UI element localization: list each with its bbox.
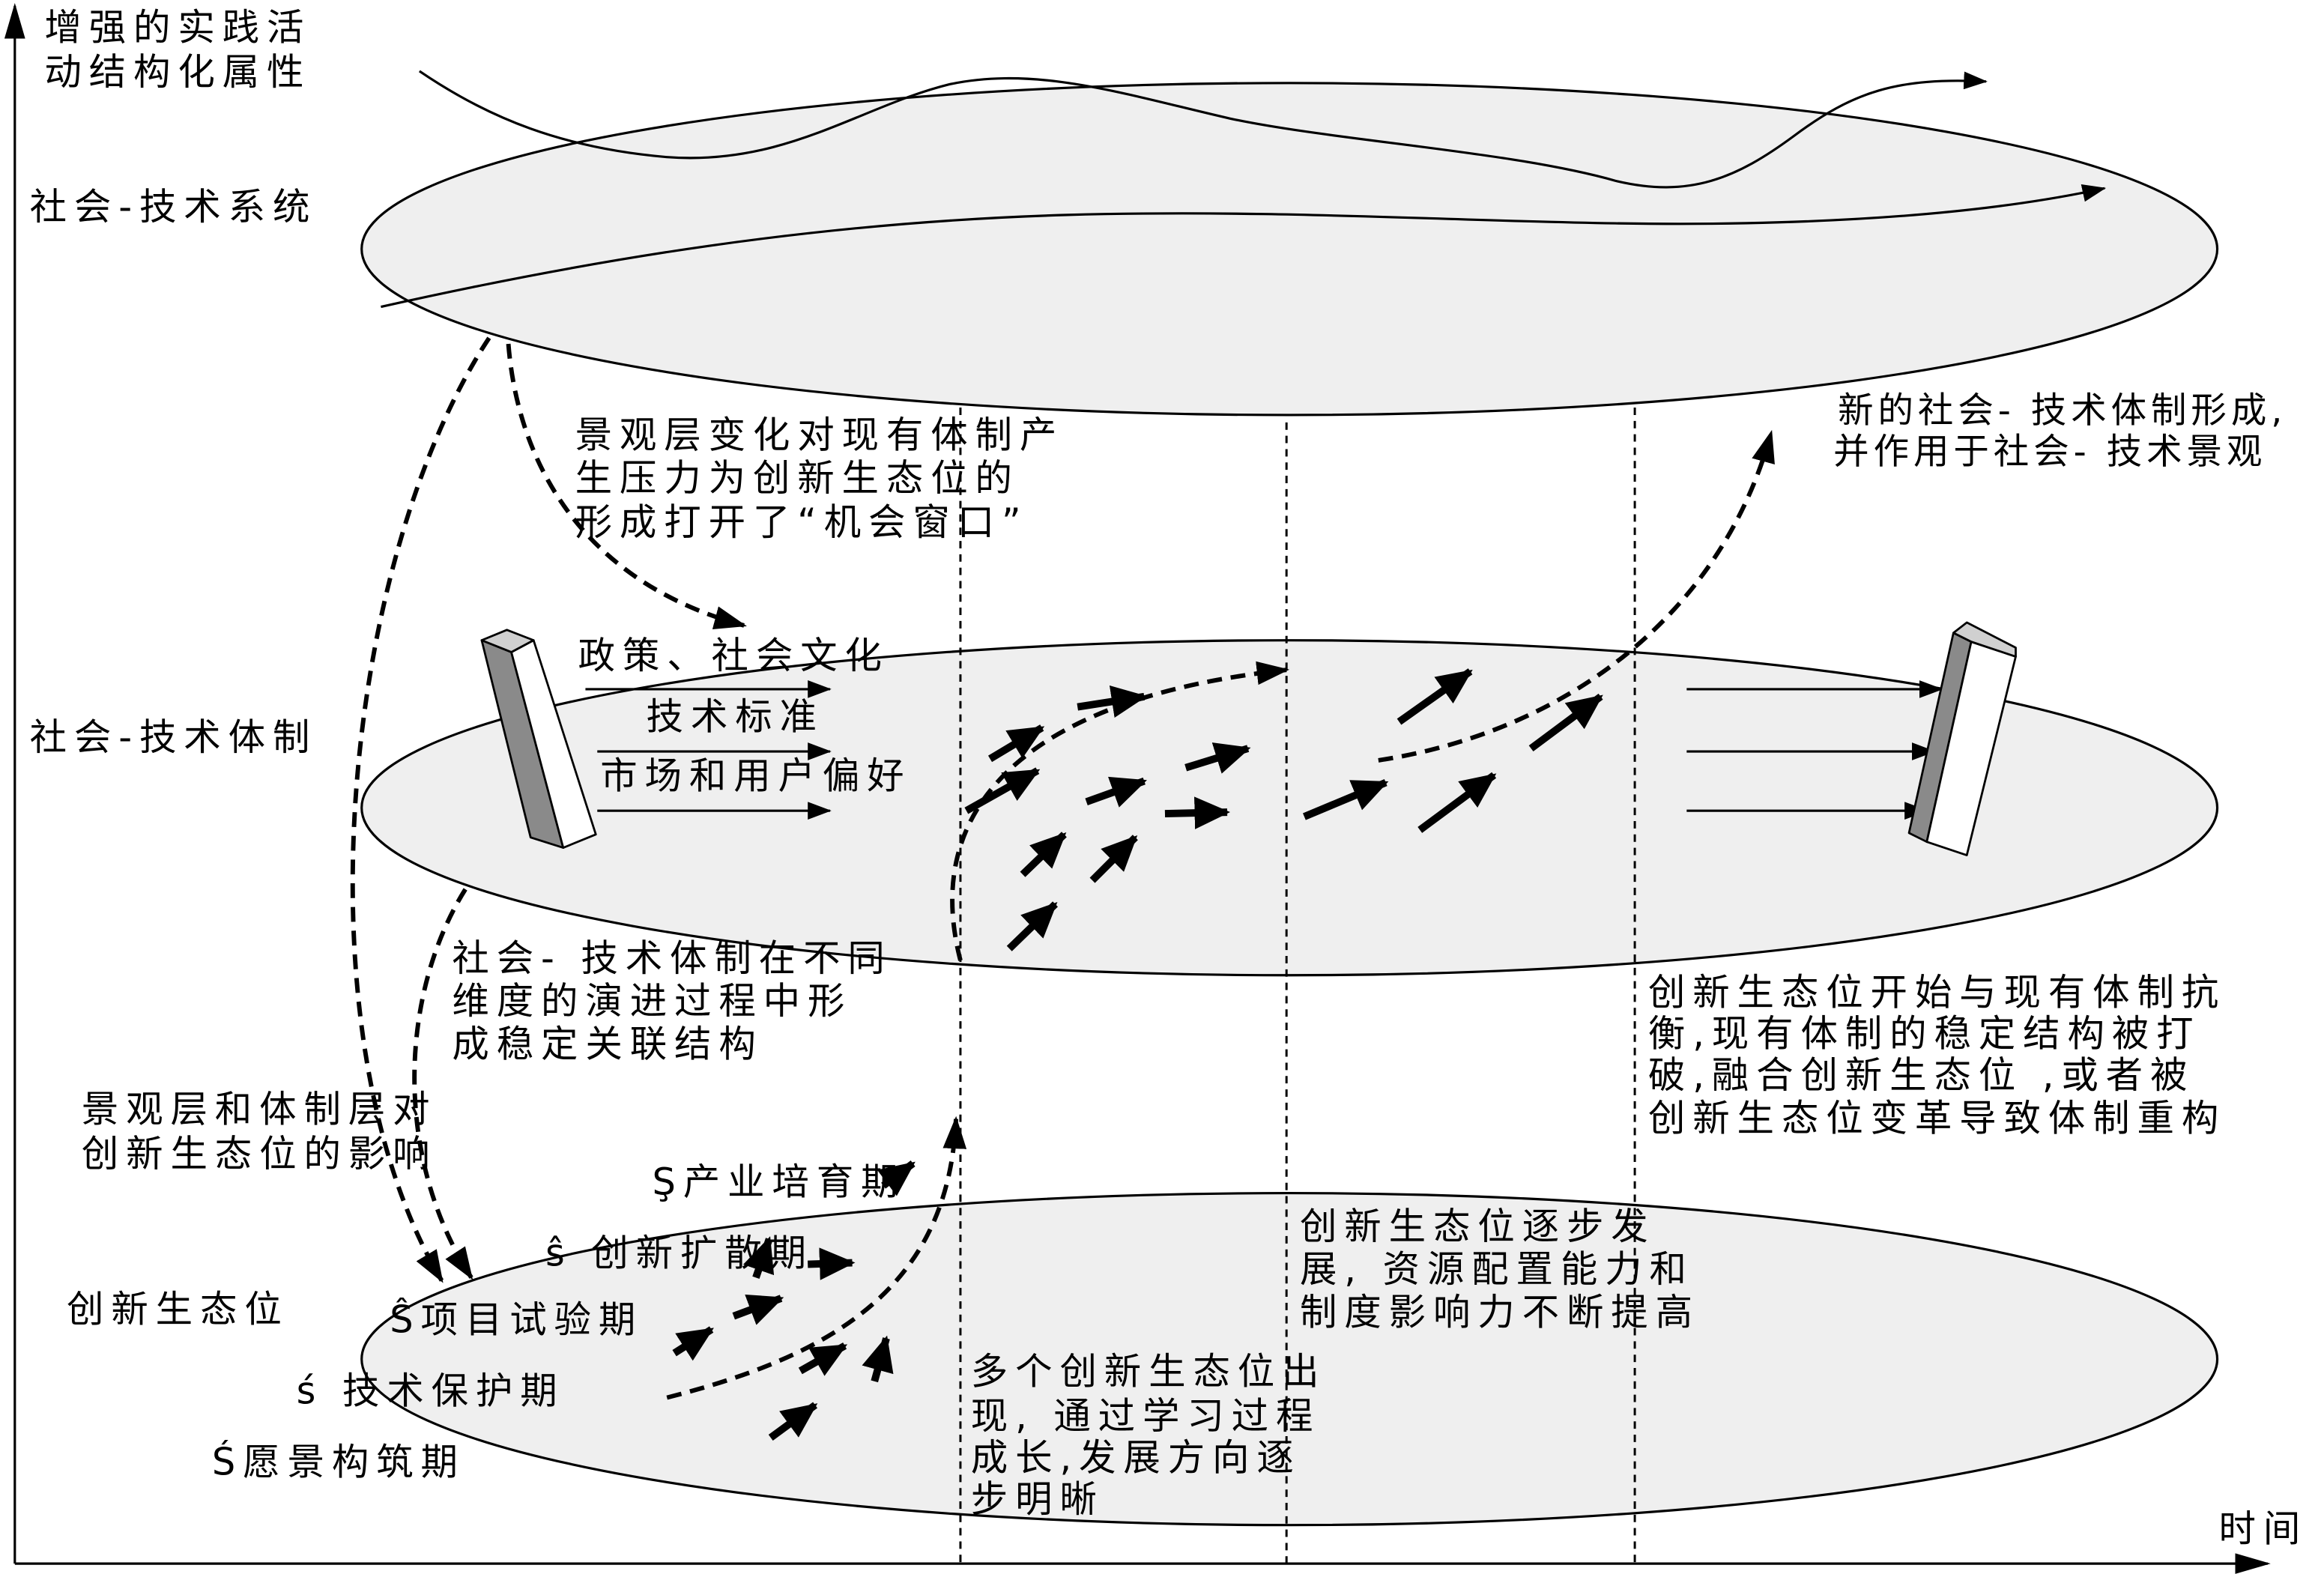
- annotation-line: 创新生态位的影响: [82, 1132, 438, 1175]
- dimension-label: 技术标准: [647, 694, 824, 738]
- regime-layer: [360, 639, 2219, 977]
- growth-arrow: [1528, 693, 1603, 752]
- bar-top: [1952, 621, 2017, 658]
- growth-arrow: [877, 1160, 916, 1196]
- landscape-layer: [360, 82, 2219, 417]
- stage-label: ś 技术保护期: [297, 1369, 565, 1412]
- x-axis-label: 时间: [2219, 1507, 2308, 1550]
- growth-arrow: [1077, 685, 1148, 718]
- annotation-line: 多个创新生态位出: [971, 1350, 1327, 1393]
- multiple-niches-annotation: 多个创新生态位出 现, 通过学习过程 成长,发展方向逐 步明晰: [971, 1350, 1327, 1521]
- niche-breakthrough-arrow: [950, 661, 1290, 961]
- influence-annotation: 景观层和体制层对 创新生态位的影响: [82, 1088, 438, 1175]
- dimension-label: 市场和用户偏好: [600, 754, 911, 797]
- regime-to-niche-arrow: [412, 888, 473, 1280]
- new-regime-arrow: [1378, 429, 1775, 763]
- layer-label-regime: 社会-技术体制: [30, 715, 318, 759]
- niche-growth-arrows: [672, 1160, 916, 1441]
- annotation-line: 维度的演进过程中形: [452, 979, 852, 1023]
- stage-label: Ś愿景构筑期: [212, 1439, 465, 1483]
- regime-dimensions: 政策、社会文化 技术标准 市场和用户偏好: [578, 634, 911, 797]
- annotation-line: 景观层和体制层对: [82, 1088, 438, 1131]
- growth-arrow: [798, 1343, 848, 1376]
- new-regime-annotation: 新的社会- 技术体制形成, 并作用于社会- 技术景观: [1833, 390, 2287, 473]
- annotation-line: 社会- 技术体制在不同: [452, 936, 892, 980]
- growth-arrow: [1164, 796, 1231, 829]
- annotation-line: 创新生态位开始与现有体制抗: [1648, 970, 2226, 1014]
- layer-label-system: 社会-技术系统: [30, 185, 318, 228]
- annotation-line: 步明晰: [971, 1477, 1104, 1521]
- annotation-line: 展, 资源配置能力和: [1300, 1247, 1694, 1291]
- growth-arrow: [768, 1402, 818, 1441]
- window-annotation: 景观层变化对现有体制产 生压力为创新生态位的 形成打开了“机会窗口”: [575, 413, 1065, 544]
- regime-dimension-arrows: [585, 680, 1943, 820]
- niche-emergence-arrow: [666, 1116, 967, 1400]
- annotation-line: 成长,发展方向逐: [971, 1436, 1301, 1480]
- annotation-line: 生压力为创新生态位的: [575, 456, 1020, 500]
- y-axis-label-line-2: 动结构化属性: [44, 50, 311, 94]
- regime-barrier-right: [1907, 621, 2017, 856]
- growth-arrow: [862, 1335, 894, 1383]
- niche-growth-annotation: 创新生态位逐步发 展, 资源配置能力和 制度影响力不断提高: [1300, 1205, 1700, 1334]
- growth-arrow: [964, 767, 1041, 814]
- regime-structure-annotation: 社会- 技术体制在不同 维度的演进过程中形 成稳定关联结构: [452, 936, 892, 1066]
- dimension-label: 政策、社会文化: [578, 634, 889, 677]
- window-pressure-arrow: [506, 343, 747, 630]
- landscape-to-niche-arrow: [350, 336, 491, 1283]
- annotation-line: 现, 通过学习过程: [971, 1394, 1321, 1438]
- annotation-line: 形成打开了“机会窗口”: [575, 500, 1029, 544]
- regime-barrier-left: [480, 629, 597, 849]
- y-axis-label-line-1: 增强的实践活: [44, 5, 311, 49]
- contest-annotation: 创新生态位开始与现有体制抗 衡,现有体制的稳定结构被打 破,融合创新生态位 ,或…: [1648, 970, 2226, 1139]
- landscape-trend-line: [381, 184, 2107, 309]
- layer-label-niche: 创新生态位: [67, 1288, 289, 1331]
- growth-arrow: [672, 1326, 714, 1361]
- niche-stages: Ş产业培育期 ŝ 创新扩散期 Ŝ项目试验期 ś 技术保护期 Ś愿景构筑期: [212, 1160, 905, 1484]
- stage-label: ŝ 创新扩散期: [545, 1231, 814, 1274]
- growth-arrow: [1085, 776, 1147, 808]
- annotation-line: 制度影响力不断提高: [1300, 1291, 1700, 1334]
- growth-arrow: [1396, 668, 1473, 725]
- growth-arrow: [732, 1294, 784, 1325]
- bar-top: [480, 629, 535, 653]
- stage-label: Ŝ项目试验期: [390, 1298, 643, 1342]
- growth-arrow: [742, 1236, 775, 1279]
- annotation-line: 成稳定关联结构: [452, 1023, 763, 1066]
- regime-growth-arrows: [964, 668, 1603, 951]
- annotation-line: 新的社会- 技术体制形成,: [1838, 390, 2287, 432]
- growth-arrow: [1303, 779, 1389, 820]
- growth-arrow: [1417, 772, 1497, 833]
- annotation-line: 并作用于社会- 技术景观: [1833, 432, 2266, 473]
- growth-arrow: [987, 724, 1045, 763]
- growth-arrow: [1006, 901, 1059, 951]
- growth-arrow: [808, 1247, 856, 1280]
- annotation-line: 创新生态位逐步发: [1300, 1205, 1656, 1248]
- annotation-line: 破,融合创新生态位 ,或者被: [1648, 1053, 2194, 1097]
- growth-arrow: [1184, 742, 1251, 774]
- growth-arrow: [1089, 835, 1138, 883]
- landscape-trend-wave: [418, 70, 1988, 189]
- annotation-line: 创新生态位变革导致体制重构: [1648, 1096, 2226, 1139]
- annotation-line: 景观层变化对现有体制产: [575, 413, 1065, 456]
- stage-label: Ş产业培育期: [652, 1160, 905, 1204]
- growth-arrow: [1020, 832, 1067, 877]
- axes: [4, 2, 2271, 1574]
- annotation-line: 衡,现有体制的稳定结构被打: [1648, 1012, 2201, 1056]
